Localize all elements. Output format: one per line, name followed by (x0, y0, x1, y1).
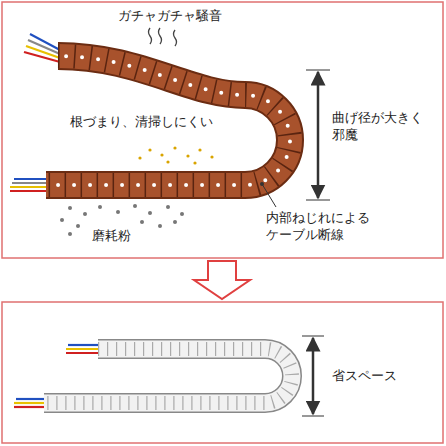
flat-carrier (44, 349, 292, 403)
clog-label: 根づまり、清掃しにくい (70, 114, 213, 131)
noise-label: ガチャガチャ騒音 (118, 8, 222, 25)
down-arrow (194, 261, 250, 299)
top-panel (2, 2, 443, 258)
powder-label: 磨耗粉 (92, 228, 131, 245)
dimension-arrow (312, 338, 315, 414)
noise-marks (149, 28, 177, 46)
bottom-panel (2, 302, 443, 443)
debris (138, 146, 213, 164)
dimension-arrow (317, 72, 320, 198)
cable-chain (46, 56, 290, 185)
leader-line (262, 184, 276, 207)
cables-top (10, 34, 60, 191)
break-label: 内部ねじれによる ケーブル断線 (266, 210, 375, 244)
space-label: 省スペース (332, 368, 397, 385)
bend-label: 曲げ径が大きく 邪魔 (332, 110, 428, 144)
